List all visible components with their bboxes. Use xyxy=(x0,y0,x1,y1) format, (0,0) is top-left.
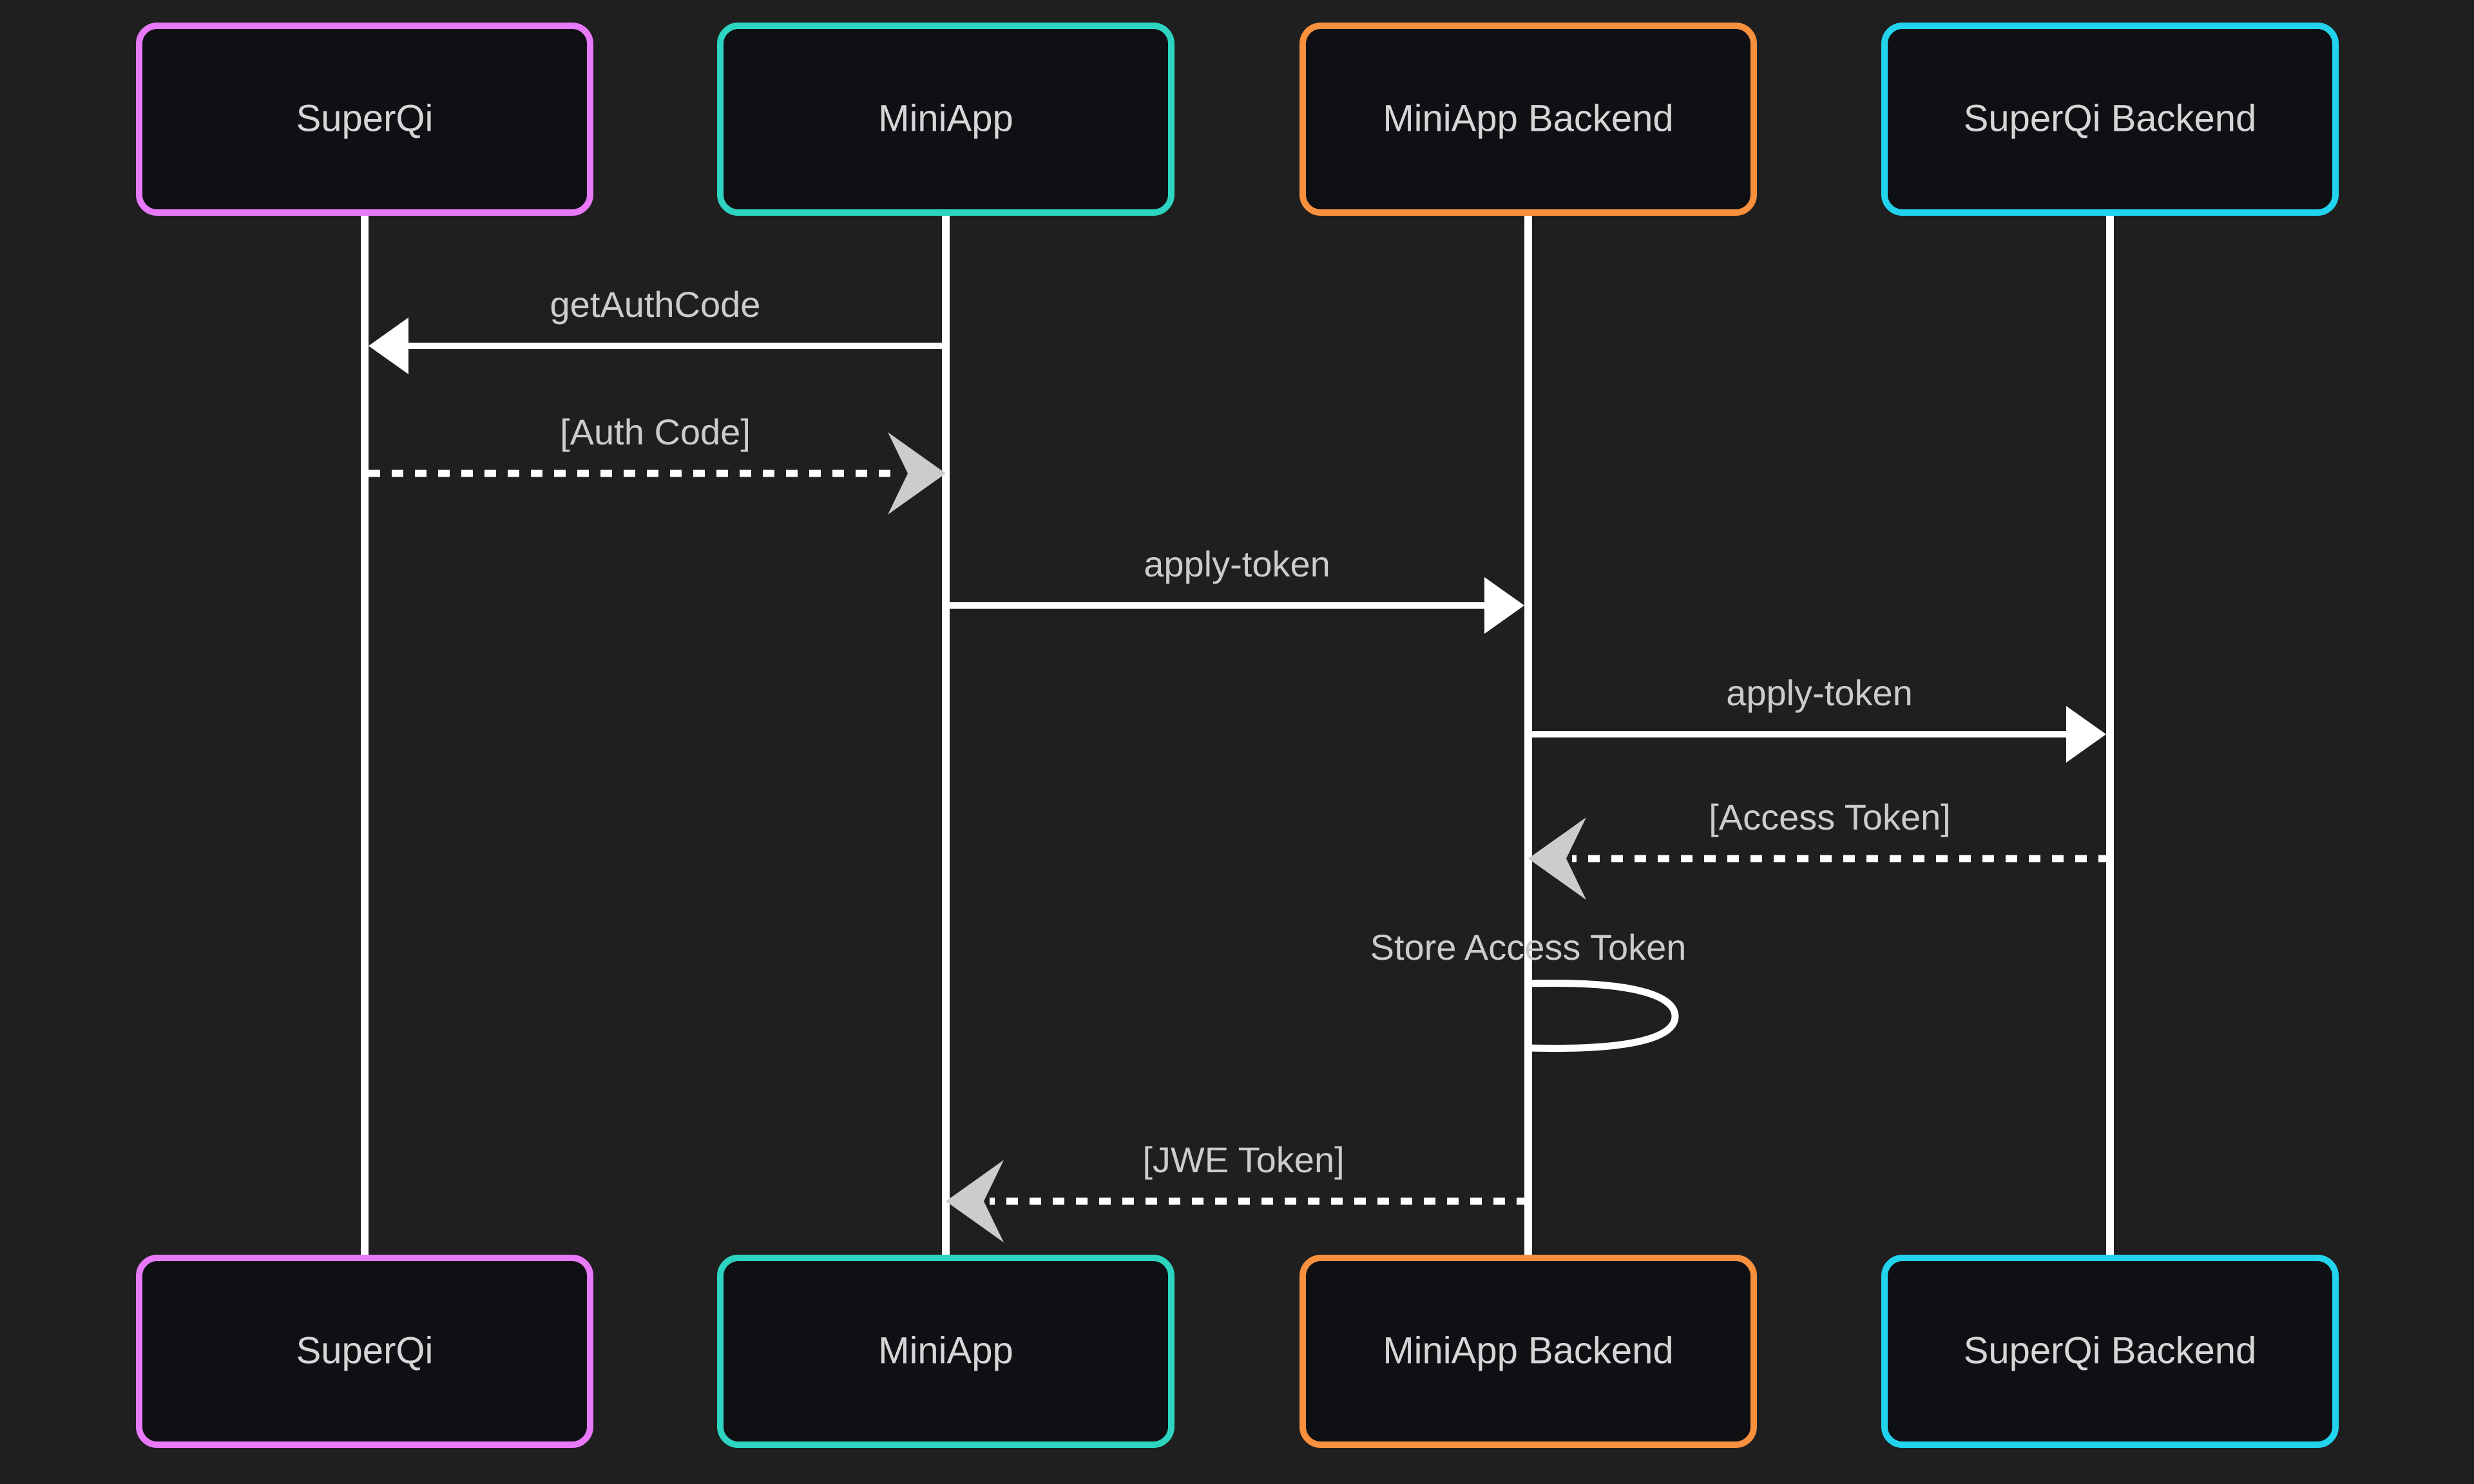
participant-miniapp-top[interactable]: MiniApp xyxy=(717,23,1175,216)
lifelines-group xyxy=(361,213,2114,1261)
participant-superqi-top[interactable]: SuperQi xyxy=(136,23,593,216)
participant-box-rect[interactable] xyxy=(1881,1255,2339,1448)
participant-superqi-backend-bottom[interactable]: SuperQi Backend xyxy=(1881,1255,2339,1448)
self-loop-path xyxy=(1528,979,1679,1052)
participant-box-rect[interactable] xyxy=(136,23,593,216)
message-3-apply-token[interactable]: apply-token xyxy=(947,544,1524,634)
message-5-access-token[interactable]: [Access Token] xyxy=(1528,797,2110,900)
participant-box-rect[interactable] xyxy=(1881,23,2339,216)
message-2-auth-code[interactable]: [Auth Code] xyxy=(369,412,946,515)
participant-superqi-bottom[interactable]: SuperQi xyxy=(136,1255,593,1448)
participant-label: MiniApp xyxy=(878,1329,1013,1371)
message-label: [Access Token] xyxy=(1709,797,1951,837)
arrowhead-filled-left xyxy=(369,318,408,374)
message-label: [Auth Code] xyxy=(560,412,751,452)
participant-box-rect[interactable] xyxy=(1299,23,1757,216)
participant-miniapp-backend-bottom[interactable]: MiniApp Backend xyxy=(1299,1255,1757,1448)
participant-label: MiniApp Backend xyxy=(1383,97,1673,139)
participant-box-rect[interactable] xyxy=(717,1255,1175,1448)
participant-box-rect[interactable] xyxy=(1299,1255,1757,1448)
participant-superqi-backend-top[interactable]: SuperQi Backend xyxy=(1881,23,2339,216)
message-7-jwe-token[interactable]: [JWE Token] xyxy=(946,1139,1528,1242)
arrowhead-open-left xyxy=(946,1160,1004,1242)
participant-label: SuperQi Backend xyxy=(1964,97,2257,139)
participant-label: MiniApp Backend xyxy=(1383,1329,1673,1371)
message-1-getauthcode[interactable]: getAuthCode xyxy=(369,284,945,374)
participant-boxes-bottom: SuperQi MiniApp MiniApp Backend SuperQi … xyxy=(136,1255,2339,1448)
message-4-apply-token[interactable]: apply-token xyxy=(1529,672,2106,763)
arrowhead-open-left xyxy=(1528,817,1586,900)
participant-box-rect[interactable] xyxy=(717,23,1175,216)
message-label: apply-token xyxy=(1726,672,1913,713)
arrowhead-open-right xyxy=(888,432,946,515)
message-label: apply-token xyxy=(1144,544,1330,584)
arrowhead-filled-right xyxy=(2066,706,2106,763)
message-label: Store Access Token xyxy=(1370,927,1687,967)
message-label: getAuthCode xyxy=(550,284,761,325)
participant-boxes-top: SuperQi MiniApp MiniApp Backend SuperQi … xyxy=(136,23,2339,216)
participant-miniapp-bottom[interactable]: MiniApp xyxy=(717,1255,1175,1448)
participant-label: SuperQi xyxy=(296,97,434,139)
message-6-store-access-token[interactable]: Store Access Token xyxy=(1370,927,1687,1052)
arrowhead-filled-right xyxy=(1484,577,1524,634)
participant-label: MiniApp xyxy=(878,97,1013,139)
participant-miniapp-backend-top[interactable]: MiniApp Backend xyxy=(1299,23,1757,216)
participant-box-rect[interactable] xyxy=(136,1255,593,1448)
participant-label: SuperQi Backend xyxy=(1964,1329,2257,1371)
participant-label: SuperQi xyxy=(296,1329,434,1371)
message-label: [JWE Token] xyxy=(1142,1139,1344,1180)
